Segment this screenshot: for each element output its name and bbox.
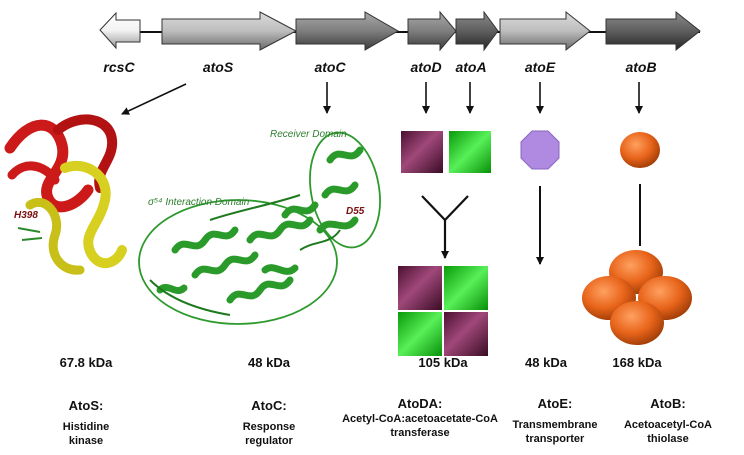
atob-name: AtoB: bbox=[650, 396, 685, 411]
gene-label-atoS: atoS bbox=[203, 59, 234, 75]
atoda-name: AtoDA: bbox=[398, 396, 443, 411]
atoA-gene-arrow bbox=[455, 10, 499, 52]
receiver-domain-label: Receiver Domain bbox=[270, 129, 347, 140]
atoda-tetramer bbox=[398, 266, 488, 356]
gene-label-atoB: atoB bbox=[625, 59, 656, 75]
sigma54-interaction-domain-outline bbox=[138, 199, 338, 325]
receiver-domain-outline bbox=[309, 131, 381, 249]
atoD-gene-arrow bbox=[407, 10, 457, 52]
atoe-protein-octagon bbox=[520, 130, 560, 170]
atoc-residue-label: D55 bbox=[346, 206, 365, 217]
gene-label-atoC: atoC bbox=[314, 59, 346, 75]
atoe-desc-line2: transporter bbox=[526, 433, 585, 445]
atoc-desc-line1: Response bbox=[243, 421, 296, 433]
atoda-desc-line2: transferase bbox=[390, 427, 449, 439]
atoc-desc-line2: regulator bbox=[245, 435, 293, 447]
atoc-name: AtoC: bbox=[251, 398, 286, 413]
atoda-mass: 105 kDa bbox=[418, 355, 468, 370]
atos-residue-label: H398 bbox=[14, 210, 38, 221]
atob-desc-line1: Acetoacetyl-CoA bbox=[624, 419, 712, 431]
atoe-mass: 48 kDa bbox=[525, 355, 568, 370]
gene-label-atoD: atoD bbox=[410, 59, 441, 75]
atoC-gene-arrow bbox=[295, 11, 400, 51]
gene-label-atoE: atoE bbox=[525, 59, 556, 75]
atob-monomer bbox=[620, 132, 660, 168]
atoA-subunit-square bbox=[449, 131, 491, 173]
gene-arrows bbox=[99, 10, 701, 52]
atob-tetramer bbox=[582, 250, 692, 345]
atoc-structure: Receiver Domain σ⁵⁴ Interaction Domain D… bbox=[138, 129, 381, 325]
sigma54-domain-label: σ⁵⁴ Interaction Domain bbox=[148, 197, 250, 208]
gene-label-rcsC: rcsC bbox=[103, 59, 135, 75]
atoB-gene-arrow bbox=[605, 10, 701, 52]
atoe-desc-line1: Transmembrane bbox=[513, 419, 598, 431]
atoda-assembly-arrow bbox=[421, 195, 469, 259]
atos-desc-line2: kinase bbox=[69, 435, 103, 447]
atos-desc-line1: Histidine bbox=[63, 421, 109, 433]
atoD-subunit-square bbox=[401, 131, 443, 173]
rcsC-gene-arrow bbox=[99, 11, 141, 50]
atos-name: AtoS: bbox=[69, 398, 104, 413]
atoE-gene-arrow bbox=[499, 10, 591, 52]
atoS-gene-arrow bbox=[161, 11, 298, 51]
atoS-expression-arrow bbox=[121, 83, 187, 115]
atoe-name: AtoE: bbox=[538, 396, 573, 411]
atoc-mass: 48 kDa bbox=[248, 355, 291, 370]
atos-structure: H398 bbox=[4, 114, 127, 275]
atoda-desc-line1: Acetyl-CoA:acetoacetate-CoA bbox=[342, 413, 498, 425]
expression-arrows bbox=[121, 82, 643, 115]
atob-desc-line2: thiolase bbox=[647, 433, 689, 445]
atob-mass: 168 kDa bbox=[612, 355, 662, 370]
gene-label-atoA: atoA bbox=[455, 59, 486, 75]
atos-mass: 67.8 kDa bbox=[60, 355, 114, 370]
